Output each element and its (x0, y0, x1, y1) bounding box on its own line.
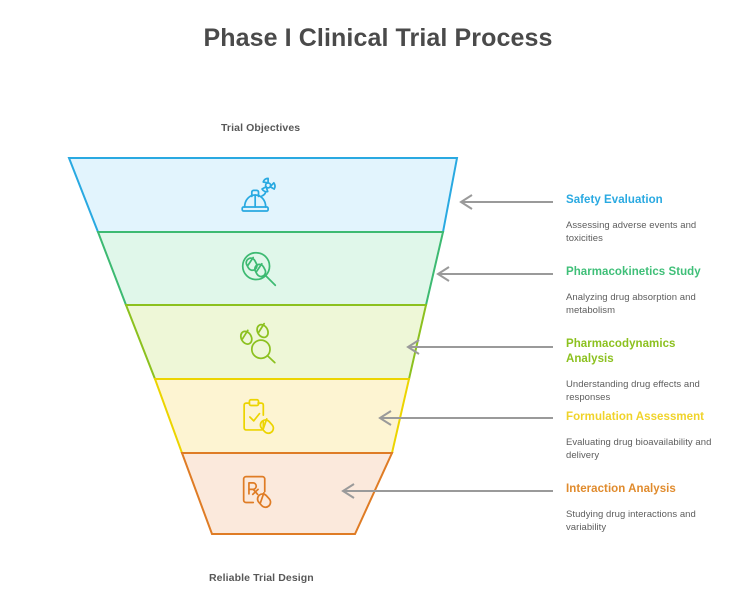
stage-text-pharmacokinetics-study: Pharmacokinetics Study Analyzing drug ab… (566, 265, 716, 317)
stage-title: Formulation Assessment (566, 411, 705, 423)
stage-text-interaction-analysis: Interaction Analysis Studying drug inter… (566, 482, 716, 534)
stage-title: Safety Evaluation (566, 194, 663, 206)
arrow-pharmacokinetics-study (436, 266, 553, 282)
stage-text-pharmacodynamics-analysis: Pharmacodynamics Analysis Understanding … (566, 337, 716, 404)
stage-description: Assessing adverse events and toxicities (566, 220, 697, 244)
stage-text-safety-evaluation: Safety Evaluation Assessing adverse even… (566, 193, 716, 245)
funnel-bottom-label: Reliable Trial Design (209, 572, 314, 584)
pills-magnifier-icon (236, 320, 282, 366)
arrow-interaction-analysis (341, 483, 553, 499)
arrow-pharmacodynamics-analysis (406, 339, 553, 355)
magnifier-pills-icon (236, 246, 282, 292)
funnel-band-interaction-analysis[interactable] (180, 452, 394, 535)
funnel-top-label: Trial Objectives (221, 122, 301, 134)
stage-description: Analyzing drug absorption and metabolism (566, 292, 696, 316)
stage-title: Pharmacokinetics Study (566, 266, 701, 278)
stage-description: Studying drug interactions and variabili… (566, 509, 696, 533)
page-title: Phase I Clinical Trial Process (203, 24, 553, 52)
arrow-safety-evaluation (459, 194, 553, 210)
stage-title: Pharmacodynamics Analysis (566, 338, 676, 365)
funnel-band-formulation-assessment[interactable] (153, 378, 411, 454)
stage-description: Understanding drug effects and responses (566, 379, 700, 403)
hardhat-radiation-icon (236, 172, 282, 218)
clipboard-check-capsule-icon (236, 394, 282, 440)
stage-text-formulation-assessment: Formulation Assessment Evaluating drug b… (566, 410, 716, 462)
stage-description: Evaluating drug bioavailability and deli… (566, 437, 712, 461)
stage-title: Interaction Analysis (566, 483, 676, 495)
arrow-formulation-assessment (378, 410, 553, 426)
prescription-capsule-icon (236, 468, 282, 514)
